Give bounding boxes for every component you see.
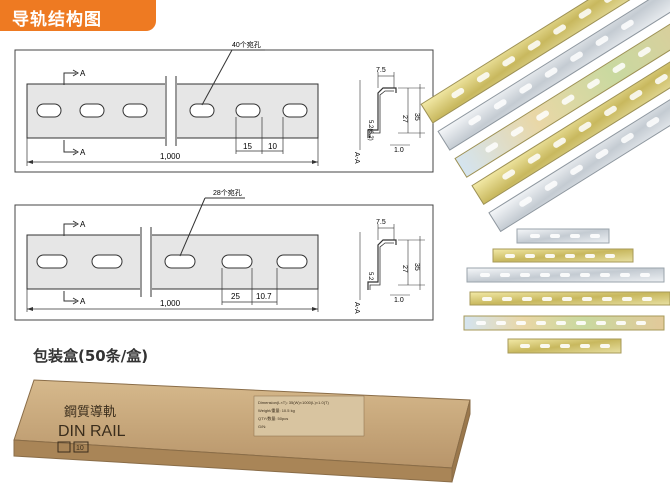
hole-width-dimension: 10 xyxy=(268,142,277,151)
dim-slot: 5.2(6.2) xyxy=(367,120,373,141)
box-brand-en: DIN RAIL xyxy=(58,423,126,440)
pitch-dimension: 15 xyxy=(243,142,252,151)
hole-count-note: 28个宛孔 xyxy=(213,188,242,197)
pitch-dimension: 25 xyxy=(231,292,240,301)
section-label: A-A xyxy=(353,302,360,314)
dim-thickness: 1.0 xyxy=(394,297,404,304)
box-brand-cn: 鋼質導軌 xyxy=(64,404,116,419)
section-marker-bottom: A xyxy=(80,148,86,157)
section-marker-bottom: A xyxy=(80,297,86,306)
rail-photo-stacked xyxy=(463,228,670,354)
technical-drawing-2: A A 28个宛孔 1,000 25 10.7 7.5 27 xyxy=(14,188,434,321)
rail-photo-diagonal xyxy=(420,0,670,233)
section-label: A-A xyxy=(353,152,360,164)
dim-inner: 27 xyxy=(401,265,408,273)
package-title: 包装盒(50条/盒) xyxy=(33,347,149,365)
hole-count-note: 40个宛孔 xyxy=(232,40,261,49)
box-label-line-1: Dimension(L×T): 35(W)×1000(L)×1.0(T) xyxy=(258,400,329,405)
box-label-line-4: G/N: xyxy=(258,424,266,429)
length-dimension: 1,000 xyxy=(160,152,181,161)
dim-thickness: 1.0 xyxy=(394,147,404,154)
dim-top: 7.5 xyxy=(376,219,386,226)
section-marker-top: A xyxy=(80,220,86,229)
box-qty-mark: 10 xyxy=(76,445,84,452)
package-box: 鋼質導軌 DIN RAIL 10 Dimension(L×T): 35(W)×1… xyxy=(13,379,471,483)
box-label-line-3: QTY/数量: 50pcs xyxy=(258,415,288,421)
box-label-line-2: Weight/重量: 10.5 kg xyxy=(258,407,295,413)
section-marker-top: A xyxy=(80,69,86,78)
hole-width-dimension: 10.7 xyxy=(256,292,272,301)
dim-slot: 5.2 xyxy=(367,272,373,281)
dim-inner: 27 xyxy=(401,115,408,123)
dim-top: 7.5 xyxy=(376,67,386,74)
dim-outer: 35 xyxy=(413,263,420,271)
section-view-1: 7.5 27 35 5.2(6.2) 1.0 A-A xyxy=(353,67,425,164)
page-title: 导轨结构图 xyxy=(12,10,102,30)
dim-outer: 35 xyxy=(413,113,420,121)
umbrella-icon xyxy=(57,441,71,453)
length-dimension: 1,000 xyxy=(160,299,181,308)
section-view-2: 7.5 27 35 5.2 1.0 A-A xyxy=(353,219,425,314)
header-banner: 导轨结构图 xyxy=(0,0,156,31)
technical-drawing-1: A A 40个宛孔 1,000 15 10 7.5 xyxy=(14,40,434,173)
